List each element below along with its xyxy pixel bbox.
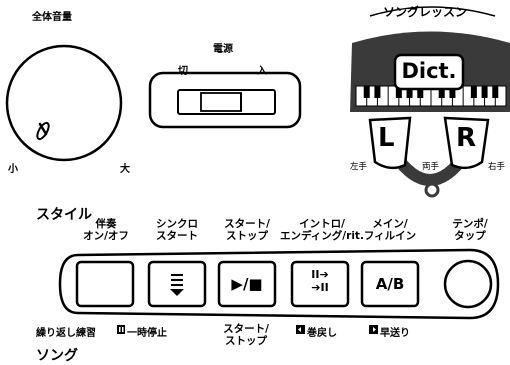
- play-stop-icon: ▶/■: [231, 275, 263, 293]
- song-lesson-title: ソングレッスン: [383, 5, 468, 19]
- right-hand-label: 右手: [488, 162, 506, 172]
- sync-icon: [170, 274, 184, 296]
- pause-label: 一時停止: [127, 328, 167, 339]
- power-title: 電源: [213, 44, 233, 55]
- volume-max-label: 大: [120, 164, 130, 175]
- left-label: L: [378, 123, 395, 153]
- black-key: [492, 86, 499, 98]
- black-key: [363, 86, 370, 98]
- accomp-label: 伴奏オン/オフ: [83, 218, 129, 242]
- left-hand-button[interactable]: [368, 116, 412, 170]
- start-stop-label: スタート/ストップ: [224, 218, 270, 242]
- style-title: スタイル: [36, 207, 92, 223]
- fast-forward-label: 早送り: [380, 328, 410, 339]
- power-on-label: 入: [257, 66, 267, 77]
- rewind-label: 巻戻し: [307, 328, 337, 339]
- left-hand-label: 左手: [350, 162, 368, 172]
- right-hand-button[interactable]: [443, 116, 490, 170]
- volume-min-label: 小: [8, 164, 18, 175]
- sync-start-label: シンクロスタート: [156, 218, 198, 242]
- intro-ending-button[interactable]: [290, 260, 350, 308]
- power-off-label: 切: [178, 66, 188, 77]
- black-key: [449, 86, 456, 98]
- button-bar: [58, 248, 500, 334]
- start-stop-button[interactable]: [217, 260, 277, 308]
- right-label: R: [456, 123, 477, 153]
- song-title: ソング: [36, 348, 78, 364]
- repeat-practice-label: 繰り返し練習: [36, 328, 96, 339]
- black-key: [417, 86, 424, 98]
- power-switch[interactable]: [148, 71, 302, 129]
- dict-label: Dict.: [401, 59, 457, 83]
- intro-ending-label: イントロ/エンディング/rit.: [280, 218, 364, 242]
- ab-label: A/B: [375, 275, 405, 293]
- intro-ending-icon: II➔➔II: [311, 268, 329, 294]
- main-fill-label: メイン/フィルイン: [363, 218, 417, 242]
- accomp-button[interactable]: [75, 260, 135, 308]
- both-hands-label: 両手: [422, 162, 440, 172]
- black-key: [438, 86, 445, 98]
- black-key: [395, 86, 402, 98]
- song-start-stop-label: スタート/ストップ: [223, 323, 269, 347]
- tempo-tap-button[interactable]: [443, 259, 493, 309]
- tempo-tap-label: テンポ/タップ: [452, 218, 488, 242]
- song-lesson-group: [350, 6, 510, 198]
- main-fill-button[interactable]: [360, 260, 420, 308]
- black-key: [406, 86, 413, 98]
- volume-knob[interactable]: [5, 44, 123, 162]
- dict-button[interactable]: [393, 53, 465, 91]
- black-key: [374, 86, 381, 98]
- black-key: [470, 86, 477, 98]
- black-key: [481, 86, 488, 98]
- pause-icon: [117, 325, 125, 334]
- volume-title: 全体音量: [32, 12, 72, 23]
